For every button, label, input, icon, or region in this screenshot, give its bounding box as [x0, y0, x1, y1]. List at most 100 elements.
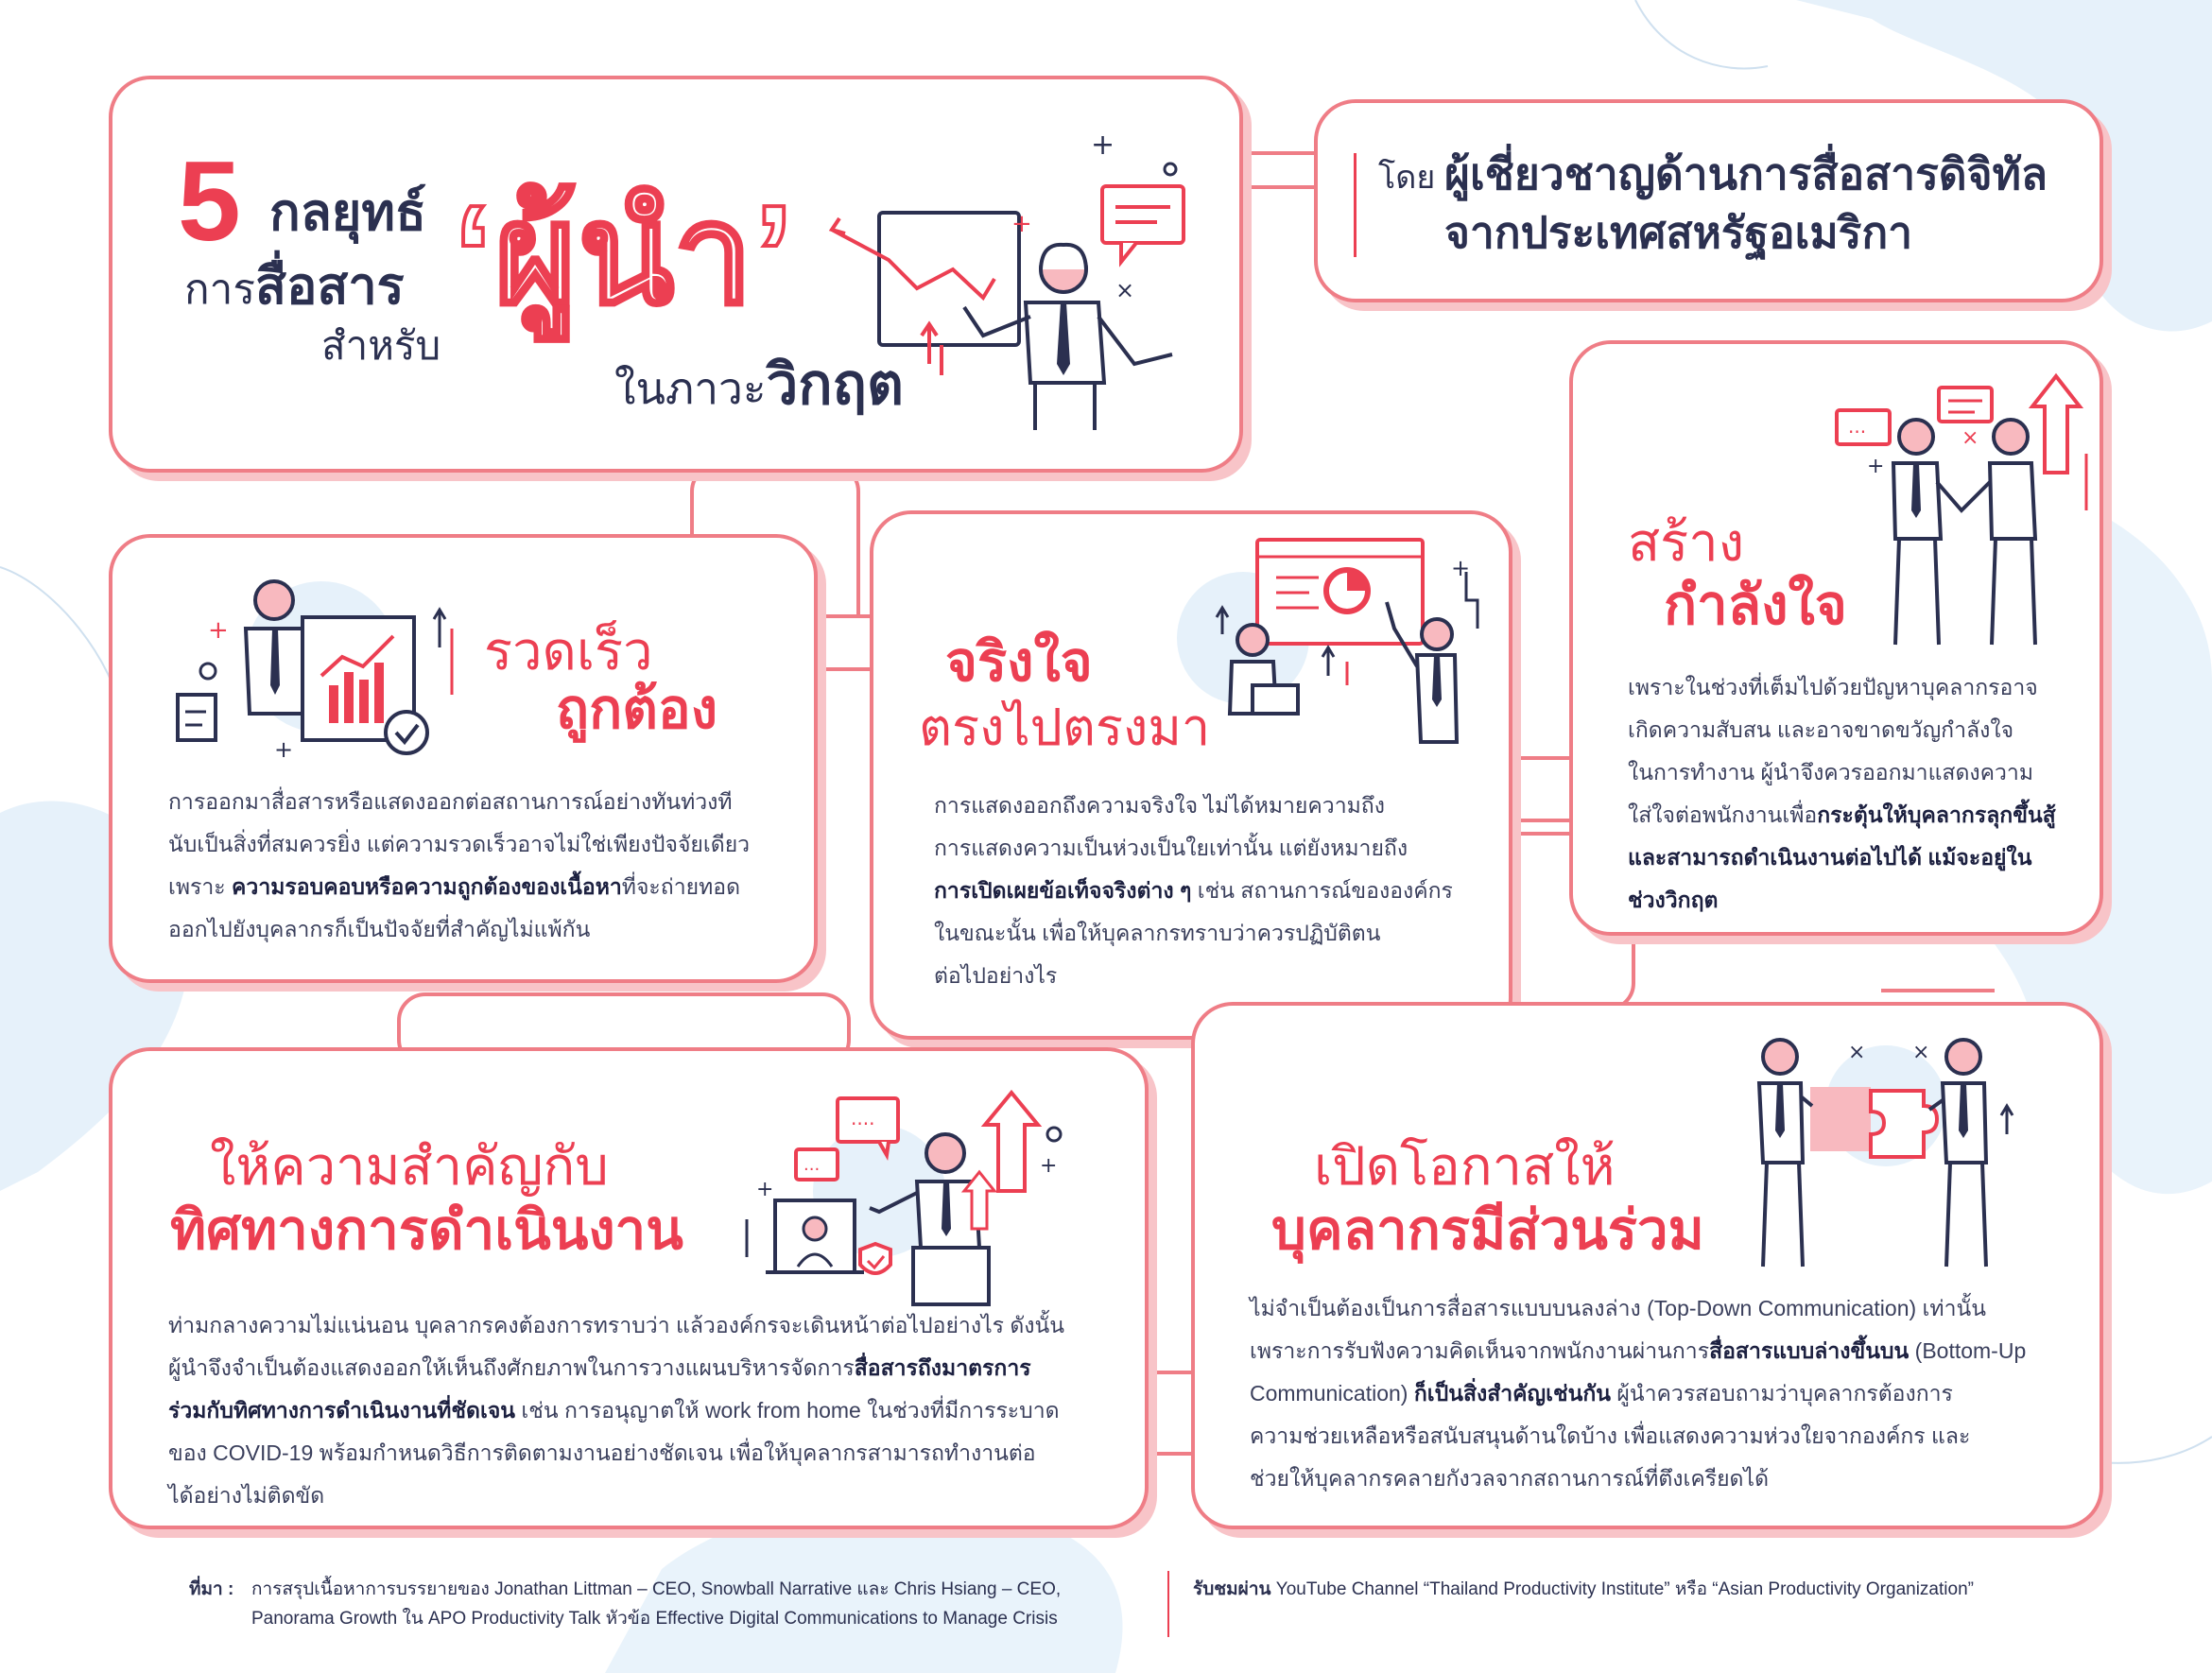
sincere-title-b: ตรงไปตรงมา — [919, 698, 1211, 757]
svg-text:+: + — [1040, 1154, 1057, 1178]
header-crisis-prefix: ในภาวะ — [614, 363, 767, 414]
footer-watch-text: YouTube Channel “Thailand Productivity I… — [1270, 1579, 1974, 1599]
svg-text:×: × — [1115, 277, 1134, 303]
direction-bold-text: สื่อสารถึงมาตรการ — [854, 1355, 1031, 1380]
svg-text:+: + — [756, 1178, 773, 1201]
byline-line1: ผู้เชี่ยวชาญด้านการสื่อสารดิจิทัล — [1444, 149, 2048, 198]
direction-body: ท่ามกลางความไม่แน่นอน บุคลากรคงต้องการทร… — [168, 1304, 1114, 1517]
svg-text:×: × — [1961, 426, 1979, 450]
direction-line: ของ COVID-19 พร้อมกำหนดวิธีการติดตามงานอ… — [168, 1440, 1036, 1465]
footer-source-line1: การสรุปเนื้อหาการบรรยายของ Jonathan Litt… — [251, 1579, 1062, 1599]
morale-bold-text: และสามารถดำเนินงานต่อไปได้ แม้จะอยู่ใน — [1628, 845, 2032, 870]
participation-line: ช่วยให้บุคลากรคลายกังวลจากสถานการณ์ที่ตึ… — [1250, 1466, 1770, 1491]
header-line2: การสื่อสาร — [184, 253, 405, 323]
direction-title-a: ให้ความสำคัญกับ — [210, 1136, 609, 1198]
svg-text:+: + — [1867, 455, 1884, 478]
sincere-line: การแสดงความเป็นห่วงเป็นใยเท่านั้น แต่ยัง… — [934, 836, 1408, 860]
svg-text:....: .... — [851, 1107, 874, 1130]
morale-bold-text: กระตุ้นให้บุคลากรลุกขึ้นสู้ — [1817, 802, 2056, 827]
direction-text: เช่น การอนุญาตให้ work from home ในช่วงท… — [515, 1398, 1060, 1423]
participation-line: เพราะการรับฟังความคิดเห็นจากพนักงานผ่านก… — [1250, 1330, 2082, 1372]
participation-bold-text: ก็เป็นสิ่งสำคัญเช่นกัน — [1413, 1381, 1612, 1406]
svg-text:×: × — [1912, 1041, 1929, 1064]
sincere-body: การแสดงออกถึงความจริงใจ ไม่ได้หมายความถึ… — [934, 785, 1482, 997]
sincere-line: การแสดงออกถึงความจริงใจ ไม่ได้หมายความถึ… — [934, 793, 1385, 818]
participation-body: ไม่จำเป็นต้องเป็นการสื่อสารแบบบนลงล่าง (… — [1250, 1287, 2082, 1500]
fast-title-b: ถูกต้อง — [556, 679, 718, 740]
footer-watch-label: รับชมผ่าน — [1193, 1579, 1271, 1599]
morale-line: เพราะในช่วงที่เต็มไปด้วยปัญหาบุคลากรอาจ — [1628, 675, 2038, 699]
footer-source-line2: Panorama Growth ใน APO Productivity Talk… — [251, 1609, 1058, 1629]
fast-line: นับเป็นสิ่งที่สมควรยิ่ง แต่ความรวดเร็วอา… — [168, 832, 751, 856]
participation-line: ไม่จำเป็นต้องเป็นการสื่อสารแบบบนลงล่าง (… — [1250, 1296, 1986, 1320]
participation-bold-text: สื่อสารแบบล่างขึ้นบน — [1709, 1338, 1910, 1363]
morale-body: เพราะในช่วงที่เต็มไปด้วยปัญหาบุคลากรอาจ … — [1628, 666, 2091, 922]
direction-title-b: ทิศทางการดำเนินงาน — [170, 1199, 683, 1261]
header-crisis: ในภาวะวิกฤต — [614, 352, 904, 422]
participation-title-a: เปิดโอกาสให้ — [1314, 1136, 1616, 1198]
fast-body: การออกมาสื่อสารหรือแสดงออกต่อสถานการณ์อย… — [168, 781, 783, 951]
svg-text:+: + — [274, 736, 293, 763]
presenter-illustration: + + × — [828, 129, 1185, 430]
byline-prefix: โดย — [1378, 159, 1436, 197]
morale-line: ใส่ใจต่อพนักงานเพื่อกระตุ้นให้บุคลากรลุก… — [1628, 794, 2091, 836]
sincere-bold-text: การเปิดเผยข้อเท็จจริงต่าง ๆ — [934, 878, 1192, 903]
svg-text:+: + — [208, 616, 229, 645]
header-line2-prefix: การ — [184, 266, 255, 314]
direction-text: ผู้นำจึงจำเป็นต้องแสดงออกให้เห็นถึงศักยภ… — [168, 1355, 855, 1380]
header-crisis-main: วิกฤต — [766, 353, 904, 416]
svg-text:...: ... — [804, 1155, 820, 1175]
svg-text:...: ... — [1848, 415, 1866, 438]
footer-source-label: ที่มา : — [189, 1579, 234, 1599]
puzzle-teamwork-illustration: × × — [1756, 1038, 2014, 1268]
direction-line: ได้อย่างไม่ติดขัด — [168, 1483, 325, 1508]
morale-line: ช่วงวิกฤต — [1628, 879, 2091, 922]
footer-watch: รับชมผ่าน YouTube Channel “Thailand Prod… — [1193, 1575, 1974, 1604]
sincere-line: การเปิดเผยข้อเท็จจริงต่าง ๆ เช่น สถานการ… — [934, 870, 1482, 912]
fast-line: การออกมาสื่อสารหรือแสดงออกต่อสถานการณ์อย… — [168, 789, 733, 814]
direction-line: ผู้นำจึงจำเป็นต้องแสดงออกให้เห็นถึงศักยภ… — [168, 1347, 1114, 1389]
sincere-line: ในขณะนั้น เพื่อให้บุคลากรทราบว่าควรปฏิบั… — [934, 921, 1381, 945]
byline-line2: จากประเทศสหรัฐอเมริกา — [1444, 208, 1913, 257]
svg-text:+: + — [1091, 129, 1115, 162]
morale-title-a: สร้าง — [1628, 512, 1745, 574]
report-checklist-illustration: + + — [176, 579, 454, 763]
morale-title-b: กำลังใจ — [1664, 575, 1847, 636]
video-conference-illustration: .... ... + + — [745, 1089, 1063, 1306]
morale-line: เกิดความสับสน และอาจขาดขวัญกำลังใจ — [1628, 717, 2014, 742]
morale-bold-text: ช่วงวิกฤต — [1628, 888, 1719, 912]
svg-text:×: × — [1848, 1041, 1865, 1064]
sincere-title-a: จริงใจ — [945, 631, 1093, 693]
header-line3: สำหรับ — [321, 322, 441, 369]
header-line2-main: สื่อสาร — [254, 258, 405, 315]
byline-card — [1314, 99, 2103, 302]
presentation-dashboard-illustration: + — [1177, 538, 1479, 744]
participation-text: ผู้นำควรสอบถามว่าบุคลากรต้องการ — [1611, 1381, 1953, 1406]
header-number: 5 — [178, 138, 241, 265]
morale-line: และสามารถดำเนินงานต่อไปได้ แม้จะอยู่ใน — [1628, 836, 2091, 879]
header-leader: ‘ผู้นำ’ — [452, 175, 796, 335]
participation-title-b: บุคลากรมีส่วนร่วม — [1271, 1199, 1704, 1261]
participation-line: Communication) ก็เป็นสิ่งสำคัญเช่นกัน ผู… — [1250, 1372, 2082, 1415]
participation-text: Communication) — [1250, 1381, 1414, 1406]
direction-line: ท่ามกลางความไม่แน่นอน บุคลากรคงต้องการทร… — [168, 1313, 1064, 1337]
footer-divider — [1167, 1571, 1169, 1637]
participation-line: ความช่วยเหลือหรือสนับสนุนด้านใดบ้าง เพื่… — [1250, 1423, 1971, 1448]
fast-text: เพราะ — [168, 874, 233, 899]
sincere-line: ต่อไปอย่างไร — [934, 963, 1058, 988]
direction-line: ร่วมกับทิศทางการดำเนินงานที่ชัดเจน เช่น … — [168, 1389, 1114, 1432]
participation-text: เพราะการรับฟังความคิดเห็นจากพนักงานผ่านก… — [1250, 1338, 1710, 1363]
fast-bold-text: ความรอบคอบหรือความถูกต้องของเนื้อหา — [232, 874, 622, 899]
morale-line: ในการทำงาน ผู้นำจึงควรออกมาแสดงความ — [1628, 760, 2033, 785]
handshake-illustration: ... × + — [1835, 372, 2088, 646]
svg-text:+: + — [1011, 210, 1032, 238]
byline-divider — [1354, 153, 1357, 257]
fast-line: เพราะ ความรอบคอบหรือความถูกต้องของเนื้อห… — [168, 866, 783, 908]
fast-text: ที่จะถ่ายทอด — [621, 874, 741, 899]
participation-text: (Bottom-Up — [1909, 1338, 2027, 1363]
fast-title-a: รวดเร็ว — [484, 621, 653, 682]
morale-text: ใส่ใจต่อพนักงานเพื่อ — [1628, 802, 1818, 827]
direction-bold-text: ร่วมกับทิศทางการดำเนินงานที่ชัดเจน — [168, 1398, 516, 1423]
header-line1: กลยุทธ์ — [269, 184, 426, 241]
sincere-text: เช่น สถานการณ์ขององค์กร — [1191, 878, 1453, 903]
